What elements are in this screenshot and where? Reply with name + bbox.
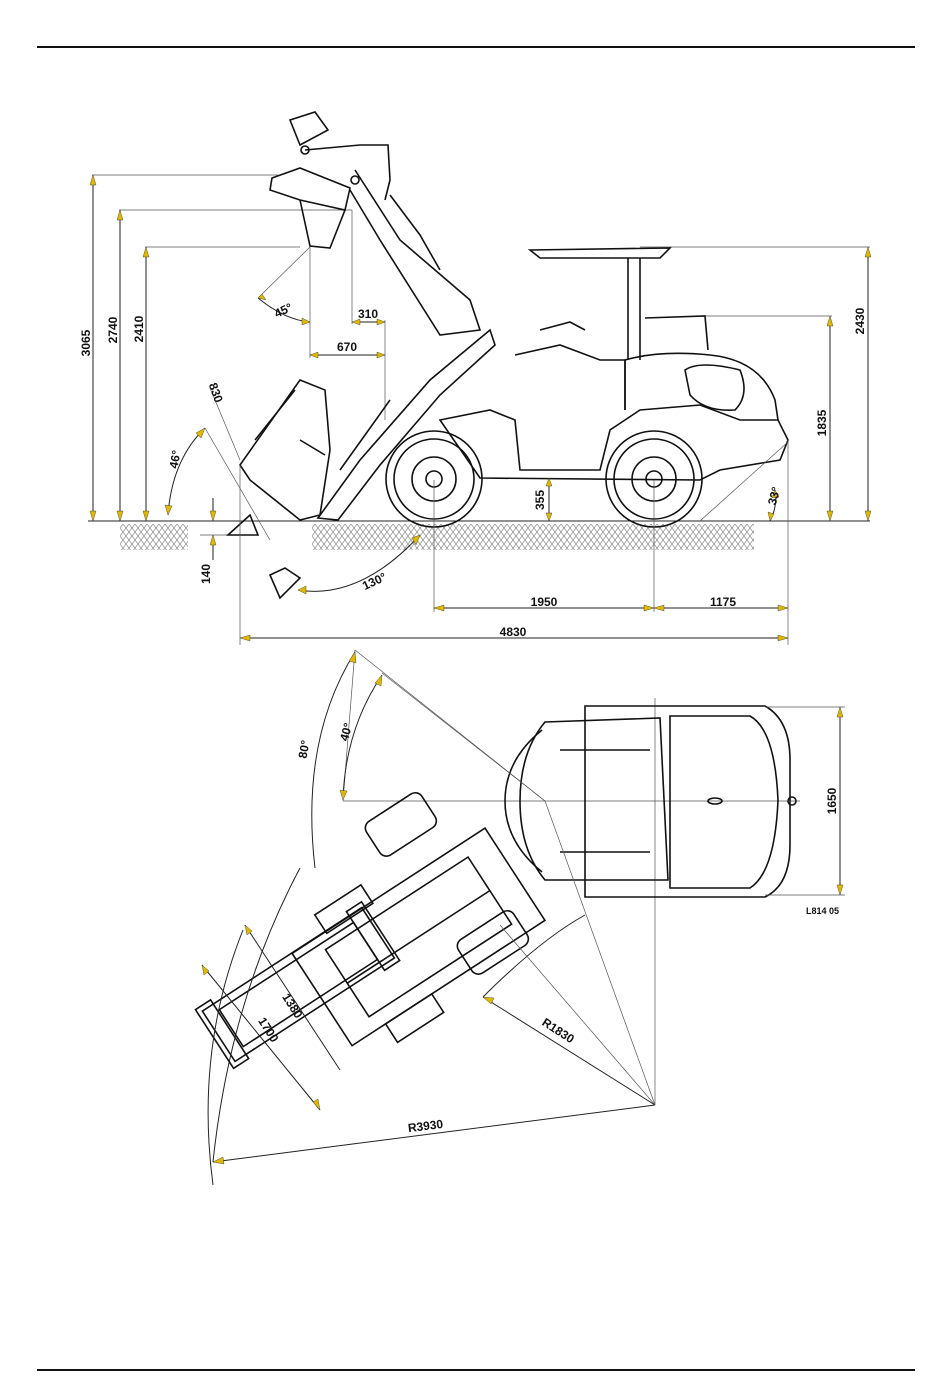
label-670: 670 (337, 340, 357, 354)
side-view: 3065 2740 2410 2430 1835 310 670 45° 46°… (79, 112, 871, 645)
label-1175: 1175 (710, 595, 736, 609)
front-tyre-upper (362, 790, 439, 859)
dim-2410 (143, 247, 149, 521)
label-1380: 1380 (279, 991, 305, 1021)
front-frame (281, 811, 557, 1064)
lowered-bucket (210, 380, 330, 520)
top-view: 80° 40° 1650 1380 1700 R1830 R3930 L814 … (195, 650, 845, 1185)
bucket-top (195, 902, 399, 1069)
label-1835: 1835 (815, 409, 829, 436)
front-tyre-lower (454, 908, 531, 977)
label-4830: 4830 (500, 625, 527, 639)
arc-40 (340, 673, 545, 801)
label-2740: 2740 (106, 316, 120, 343)
rear-body (505, 706, 796, 897)
raised-bucket (270, 112, 480, 335)
label-2410: 2410 (132, 315, 146, 342)
dim-140 (200, 498, 258, 560)
chassis (440, 248, 788, 480)
drawing-ref: L814 05 (806, 906, 839, 916)
label-2430: 2430 (853, 307, 867, 334)
label-46deg: 46° (167, 449, 184, 470)
label-1950: 1950 (531, 595, 558, 609)
dim-2740 (117, 210, 123, 521)
label-r1830: R1830 (540, 1015, 578, 1046)
label-130deg: 130° (360, 570, 389, 593)
arc-80 (312, 650, 545, 868)
ground-hatch-main (312, 524, 754, 550)
label-830: 830 (206, 381, 226, 405)
label-80deg: 80° (296, 739, 313, 760)
label-140: 140 (199, 564, 213, 584)
label-3065: 3065 (79, 329, 93, 356)
label-355: 355 (533, 490, 547, 510)
label-33deg: 33° (765, 485, 783, 506)
ground-hatch-left (120, 524, 188, 550)
label-310: 310 (358, 307, 378, 321)
arc-46 (168, 428, 205, 515)
label-1650: 1650 (825, 787, 839, 814)
lift-arm (318, 330, 495, 520)
label-1700: 1700 (255, 1015, 281, 1045)
radius-inner (483, 801, 655, 1105)
dim-2430 (865, 247, 871, 521)
